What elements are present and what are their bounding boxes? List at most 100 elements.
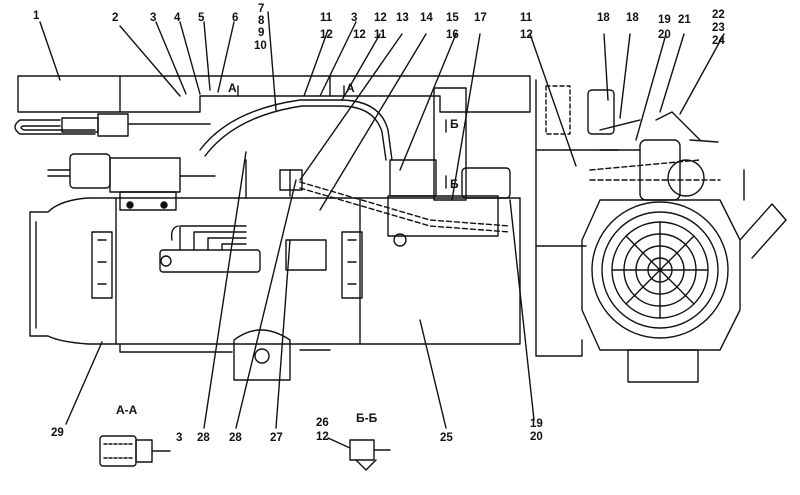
- callout-2: 2: [112, 12, 119, 24]
- bracket-window: [545, 85, 571, 135]
- control-housing: [387, 195, 499, 237]
- callout-23: 23: [712, 22, 725, 34]
- callout-22: 22: [712, 9, 725, 21]
- cable: [689, 139, 745, 201]
- fuel-pipe-loop: [14, 119, 96, 135]
- callout-18a: 18: [597, 12, 610, 24]
- fuel-pipe-inner: [20, 125, 96, 131]
- sensor-block: [279, 169, 303, 191]
- callout-1: 1: [33, 10, 40, 22]
- callout-28a: 28: [197, 432, 210, 444]
- callout-11: 11: [320, 12, 333, 24]
- control-unit: [389, 159, 437, 197]
- name-plate: [285, 239, 327, 271]
- leader-28a: [203, 151, 247, 429]
- leader-7: [267, 11, 277, 111]
- callout-18b: 18: [626, 12, 639, 24]
- right-bracket: [535, 79, 619, 357]
- callout-4: 4: [174, 12, 181, 24]
- blower-motor: [639, 139, 681, 201]
- callout-7: 7: [258, 3, 265, 15]
- callout-3b: 3: [351, 12, 358, 24]
- clamp-marks: [347, 239, 357, 285]
- motor-leads: [599, 119, 641, 151]
- callout-11c: 11: [520, 12, 533, 24]
- leader-13: [299, 33, 403, 181]
- plate-ribs: [119, 75, 331, 113]
- callout-10: 10: [254, 40, 267, 52]
- callout-25: 25: [440, 432, 453, 444]
- leader-29: [65, 341, 103, 425]
- relay-unit: [587, 89, 615, 135]
- section-aa-hatch: [103, 443, 133, 459]
- bolt: [160, 201, 168, 209]
- support-mount: [233, 329, 291, 381]
- leader-26: [327, 437, 351, 449]
- callout-12b: 12: [374, 12, 387, 24]
- callout-17: 17: [474, 12, 487, 24]
- section-bb-clip: [355, 459, 377, 471]
- callout-20a: 20: [658, 29, 671, 41]
- pump-base: [119, 191, 177, 211]
- combustion-chamber-end: [29, 197, 89, 345]
- blower-housing: [591, 201, 729, 339]
- callout-3c: 3: [176, 432, 183, 444]
- callout-5: 5: [198, 12, 205, 24]
- distribution-block: [159, 249, 261, 273]
- clamp-band: [341, 231, 363, 299]
- fuel-supply-pipe-inner: [204, 105, 387, 161]
- air-outlet-flap: [739, 203, 787, 259]
- fitting: [160, 255, 172, 267]
- callout-20b: 20: [530, 431, 543, 443]
- fuel-supply-pipe: [199, 99, 393, 161]
- exhaust-bracket: [433, 87, 467, 201]
- callout-8: 8: [258, 15, 265, 27]
- heater-body: [87, 197, 521, 345]
- section-aa-nut: [135, 439, 153, 463]
- lower-pipe: [119, 343, 233, 353]
- leader-18a: [603, 33, 609, 101]
- section-aa-body: [99, 435, 137, 467]
- leader-21: [659, 33, 685, 113]
- clamp-marks: [97, 239, 107, 285]
- leader-3: [155, 21, 187, 95]
- leader-11c: [529, 33, 577, 167]
- leader-5: [203, 21, 211, 91]
- section-mark-a-left: А: [228, 81, 237, 95]
- callout-12e: 12: [316, 431, 329, 443]
- section-title-bb: Б-Б: [356, 411, 378, 425]
- callout-12: 12: [320, 29, 333, 41]
- callout-15: 15: [446, 12, 459, 24]
- callout-12c: 12: [353, 29, 366, 41]
- callout-19a: 19: [658, 14, 671, 26]
- mounting-plate: [17, 75, 531, 113]
- section-mark-a-right: А: [346, 81, 355, 95]
- cable-bracket: [655, 111, 701, 141]
- leader-14: [319, 33, 427, 211]
- leader-15: [399, 33, 457, 171]
- section-mark-b-bottom: Б: [450, 177, 459, 191]
- leader-25: [419, 319, 447, 429]
- leader-1: [39, 21, 61, 81]
- blower-foot: [627, 349, 699, 383]
- bolt: [126, 201, 134, 209]
- callout-11b: 11: [374, 29, 387, 41]
- leader-4: [179, 21, 201, 95]
- section-mark-b-top: Б: [450, 117, 459, 131]
- callout-3: 3: [150, 12, 157, 24]
- leader-19b: [509, 199, 535, 421]
- leader-28b: [235, 179, 297, 429]
- pump-bracket: [109, 157, 181, 193]
- mount-hole: [254, 348, 270, 364]
- section-marker-lines: [237, 85, 345, 97]
- callout-21: 21: [678, 14, 691, 26]
- leader-18b: [619, 33, 631, 119]
- motor-cap: [461, 167, 511, 199]
- leader-22: [679, 33, 725, 115]
- leader-27: [275, 239, 291, 429]
- wiring-harness-2: [299, 187, 511, 233]
- pump-inlet: [47, 169, 71, 177]
- callout-29: 29: [51, 427, 64, 439]
- callout-19b: 19: [530, 418, 543, 430]
